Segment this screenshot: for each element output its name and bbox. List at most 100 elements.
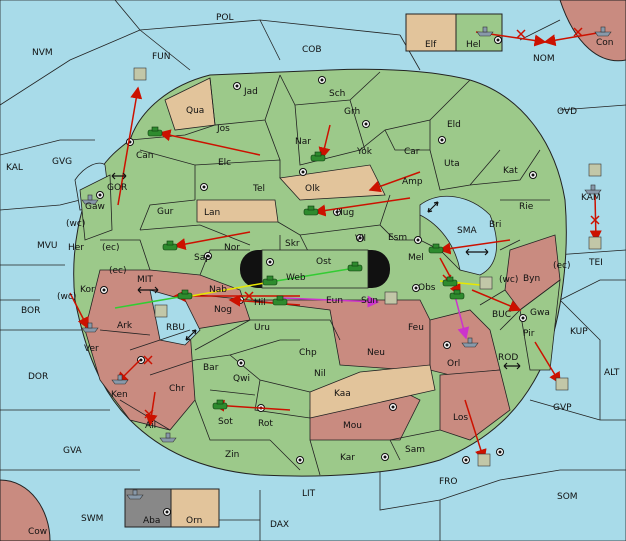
sea-som: SOM xyxy=(557,492,578,502)
army-units xyxy=(147,126,465,410)
prov-chp: Chp xyxy=(299,348,317,358)
prov-jad: Jad xyxy=(243,87,258,97)
sea-dor: DOR xyxy=(28,372,48,382)
prov-sam: Sam xyxy=(405,445,425,455)
prov-rie: Rie xyxy=(519,202,534,212)
coast-tag-ec-byn: (ec) xyxy=(553,261,571,271)
prov-aba: Aba xyxy=(143,516,160,526)
sea-rbu: RBU xyxy=(166,323,185,333)
prov-web: Web xyxy=(286,273,306,283)
prov-eun: Eun xyxy=(326,296,343,306)
prov-ken: Ken xyxy=(111,390,128,400)
sea-pol: POL xyxy=(216,13,234,23)
sea-gva: GVA xyxy=(63,446,83,456)
pir-island xyxy=(519,279,561,371)
province-labels: Jad Sch Qua Jos Grh Eld Can Elc Nar Yok … xyxy=(28,38,614,537)
sea-ovd: OVD xyxy=(557,107,577,117)
prov-tel: Tel xyxy=(252,184,265,194)
sea-kam: KAM xyxy=(581,193,601,203)
prov-can: Can xyxy=(136,151,154,161)
sea-kal: KAL xyxy=(6,163,23,173)
prov-ost: Ost xyxy=(316,257,332,267)
sea-fun: FUN xyxy=(152,52,171,62)
sea-mvu: MVU xyxy=(37,241,58,251)
fleet-units xyxy=(81,26,612,500)
sea-mit: MIT xyxy=(137,275,153,285)
prov-pir: Pir xyxy=(523,329,535,339)
prov-esm: Esm xyxy=(388,233,407,243)
prov-yok: Yok xyxy=(356,147,373,157)
prov-her: Her xyxy=(68,243,84,253)
prov-gur: Gur xyxy=(157,207,174,217)
lake-sma xyxy=(419,195,497,276)
convoy-orders xyxy=(282,295,470,340)
prov-sch: Sch xyxy=(329,89,345,99)
sea-buc: BUC xyxy=(492,310,511,320)
prov-qua: Qua xyxy=(186,106,204,116)
prov-hil: Hil xyxy=(254,298,266,308)
sea-nvm: NVM xyxy=(32,48,53,58)
prov-lan: Lan xyxy=(204,208,220,218)
prov-mou: Mou xyxy=(343,421,362,431)
owned-region-west xyxy=(84,269,251,431)
neutral-olk xyxy=(279,164,386,201)
neutral-kaa xyxy=(309,364,436,419)
elf-box xyxy=(405,13,457,52)
prov-vil: Vil xyxy=(355,234,366,244)
prov-chr: Chr xyxy=(169,384,185,394)
prov-hug: Hug xyxy=(336,208,354,218)
sea-gor: GOR xyxy=(107,183,127,193)
prov-ver: Ver xyxy=(84,344,99,354)
prov-nog: Nog xyxy=(214,305,232,315)
prov-zin: Zin xyxy=(225,450,239,460)
coast-tag-wc-byn: (wc) xyxy=(499,275,518,285)
prov-gaw: Gaw xyxy=(85,202,105,212)
prov-car: Car xyxy=(404,147,420,157)
supply-centres xyxy=(96,36,537,516)
prov-neu: Neu xyxy=(367,348,385,358)
prov-elc: Elc xyxy=(218,158,231,168)
prov-grh: Grh xyxy=(344,107,360,117)
prov-kar: Kar xyxy=(340,453,355,463)
prov-uta: Uta xyxy=(444,159,460,169)
coast-tag-wc-kor: (wc) xyxy=(57,292,76,302)
sea-bor: BOR xyxy=(21,306,40,316)
prov-amp: Amp xyxy=(402,177,423,187)
prov-qwi: Qwi xyxy=(233,374,250,384)
prov-jos: Jos xyxy=(216,124,230,134)
prov-nab: Nab xyxy=(209,285,227,295)
prov-uru: Uru xyxy=(254,323,270,333)
orn-box xyxy=(170,488,220,528)
prov-los: Los xyxy=(453,413,468,423)
prov-olk: Olk xyxy=(305,184,321,194)
coast-tag-wc-gaw: (wc) xyxy=(66,219,85,229)
sea-tei: TEI xyxy=(588,258,603,268)
prov-kaa: Kaa xyxy=(334,389,351,399)
prov-mel: Mel xyxy=(408,253,424,263)
prov-orn: Orn xyxy=(186,516,202,526)
sea-sma: SMA xyxy=(457,226,477,236)
prov-obs: Obs xyxy=(418,283,436,293)
prov-con: Con xyxy=(596,38,614,48)
prov-elf: Elf xyxy=(425,40,437,50)
prov-skr: Skr xyxy=(285,239,300,249)
gaw-island xyxy=(79,174,113,241)
prov-sun: Sun xyxy=(361,296,378,306)
prov-rot: Rot xyxy=(258,419,273,429)
sea-cob: COB xyxy=(302,45,322,55)
sea-gvp: GVP xyxy=(553,403,572,413)
prov-hel: Hel xyxy=(466,40,481,50)
prov-byn: Byn xyxy=(523,274,540,284)
sea-lit: LIT xyxy=(302,489,316,499)
sea-labels: POL NVM FUN COB NOM OVD KAL GVG GOR KAM … xyxy=(6,13,620,530)
prov-sap: Sap xyxy=(194,253,211,263)
prov-ail: Ail xyxy=(145,421,156,431)
prov-sot: Sot xyxy=(218,417,233,427)
sea-nom: NOM xyxy=(533,54,555,64)
prov-orl: Orl xyxy=(447,359,460,369)
sea-rod: ROD xyxy=(498,353,518,363)
prov-nor: Nor xyxy=(224,243,240,253)
prov-cow: Cow xyxy=(28,527,47,537)
